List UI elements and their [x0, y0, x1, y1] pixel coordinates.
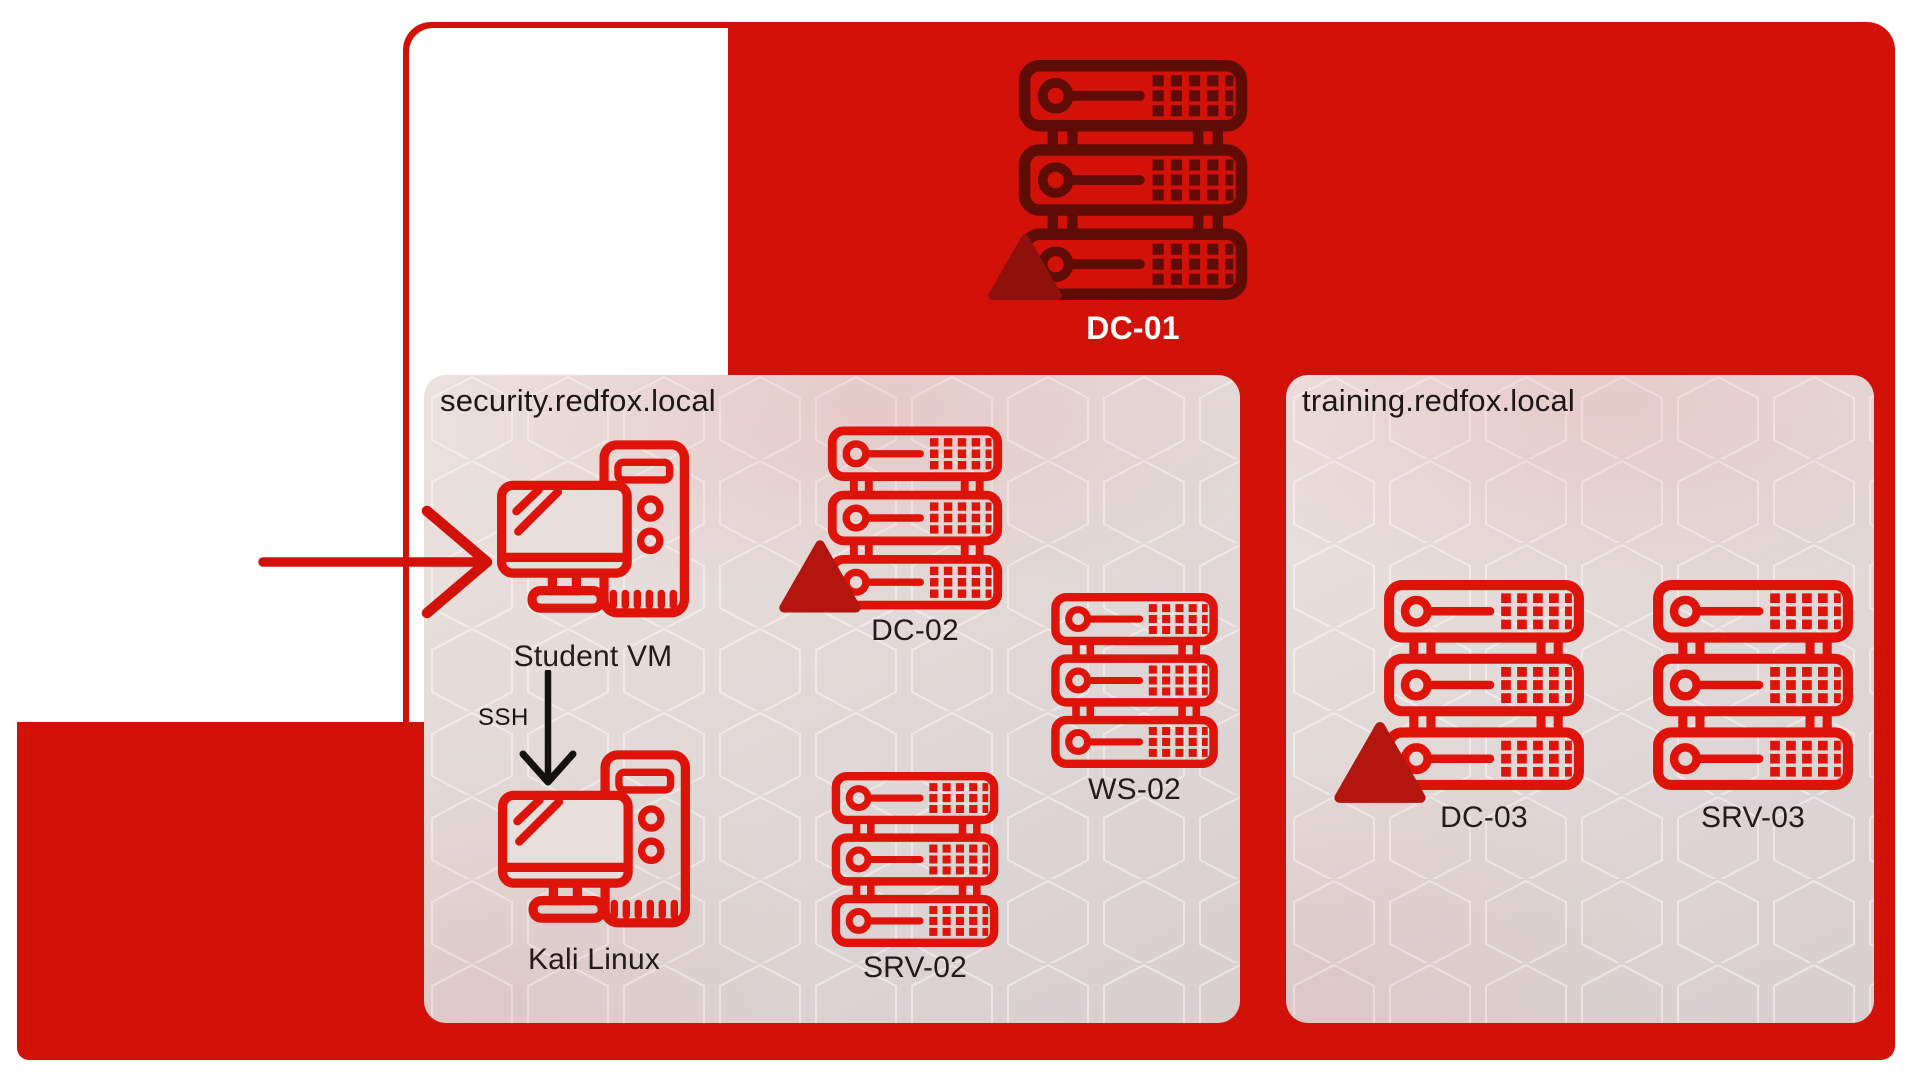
- ssh-arrow-icon: [519, 670, 577, 786]
- server-rack-icon: [1648, 580, 1858, 790]
- node-dc03: DC-03: [1380, 580, 1588, 834]
- node-dc02: DC-02: [827, 423, 1003, 647]
- node-label: DC-02: [871, 614, 959, 647]
- node-label: Kali Linux: [527, 943, 661, 976]
- node-label: WS-02: [1088, 773, 1181, 806]
- compromised-triangle-icon: [987, 231, 1063, 303]
- node-label: DC-03: [1440, 801, 1528, 834]
- node-label: DC-01: [1086, 310, 1180, 346]
- node-label: SRV-03: [1700, 801, 1806, 834]
- node-student-vm: Student VM: [497, 440, 689, 673]
- ssh-connection-label: SSH: [478, 704, 529, 731]
- node-ws02: WS-02: [1047, 593, 1222, 806]
- node-srv02: SRV-02: [827, 772, 1003, 984]
- panel-title: training.redfox.local: [1302, 383, 1576, 418]
- entry-arrow-icon: [258, 505, 493, 619]
- node-label: SRV-02: [862, 951, 968, 984]
- node-srv03: SRV-03: [1648, 580, 1858, 834]
- node-label: Student VM: [513, 640, 673, 673]
- compromised-triangle-icon: [1333, 719, 1427, 805]
- panel-title: security.redfox.local: [440, 383, 716, 418]
- workstation-icon: [497, 440, 689, 625]
- node-kali-linux: Kali Linux: [498, 750, 690, 976]
- server-rack-icon: [1047, 593, 1222, 768]
- compromised-triangle-icon: [778, 537, 862, 615]
- server-rack-icon: [827, 772, 1003, 947]
- node-dc01: DC-01: [1013, 60, 1253, 346]
